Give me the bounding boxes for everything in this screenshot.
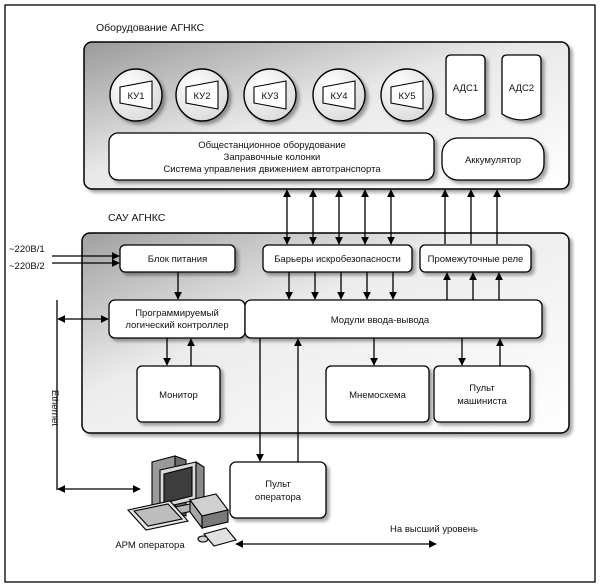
tank-ads2: АДС2 [501,54,542,121]
plc-box: Программируемый логический контроллер [108,299,246,339]
driver-panel-line-2: машиниста [457,396,507,407]
common-equipment-box: Общестанционное оборудование Заправочные… [108,132,435,181]
compressor-label: КУ3 [262,91,279,102]
accumulator-label: Аккумулятор [465,155,521,166]
operator-panel-line-1: Пульт [265,479,291,490]
mnemoscheme-label: Мнемосхема [349,390,406,401]
plc-line-2: логический контроллер [125,320,228,331]
ethernet-label: Ethernet [49,390,60,426]
plc-line-1: Программируемый [135,308,219,319]
io-modules-label: Модули ввода-вывода [331,315,430,326]
common-line-3: Система управления движением автотранспо… [163,164,381,175]
monitor-label: Монитор [159,390,198,401]
equipment-title: Оборудование АГНКС [96,22,205,34]
mnemoscheme-box: Мнемосхема [325,365,430,423]
tank-label: АДС1 [453,83,478,94]
compressor-ku2: КУ2 [175,68,229,122]
power-input-2: ~220В/2 [9,261,45,272]
compressor-label: КУ2 [194,91,211,102]
operator-panel-line-2: оператора [255,492,302,503]
tank-ads1: АДС1 [445,54,486,121]
workstation-label: АРМ оператора [115,540,185,551]
relays-box: Промежуточные реле [419,244,532,273]
accumulator-box: Аккумулятор [441,137,545,181]
operator-panel-box: Пульт оператора [229,461,327,519]
workstation-icon [126,455,237,547]
io-modules-box: Модули ввода-вывода [244,299,543,339]
barriers-label: Барьеры искробезопасности [274,254,401,265]
driver-panel-box: Пульт машиниста [433,365,531,423]
driver-panel-line-1: Пульт [469,383,495,394]
power-input-1: ~220В/1 [9,244,45,255]
power-unit-label: Блок питания [148,254,208,265]
compressor-label: КУ4 [331,91,348,102]
upper-level-label: На высший уровень [390,524,478,535]
compressor-ku4: КУ4 [312,68,366,122]
power-unit-box: Блок питания [119,244,236,273]
barriers-box: Барьеры искробезопасности [262,244,413,273]
compressor-ku1: КУ1 [109,68,163,122]
common-line-1: Общестанционное оборудование [198,140,346,151]
equipment-section: Оборудование АГНКС КУ1 КУ2 КУ3 КУ4 КУ5 [83,22,570,190]
connections [52,189,504,548]
monitor-box: Монитор [136,365,221,423]
compressor-ku5: КУ5 [380,68,434,122]
sau-title: САУ АГНКС [108,212,166,224]
sau-section: САУ АГНКС Блок питания Барьеры искробезо… [81,212,570,434]
common-line-2: Заправочные колонки [224,152,321,163]
compressor-label: КУ5 [399,91,416,102]
tank-label: АДС2 [509,83,534,94]
compressor-label: КУ1 [128,91,145,102]
relays-label: Промежуточные реле [428,254,524,265]
compressor-ku3: КУ3 [243,68,297,122]
